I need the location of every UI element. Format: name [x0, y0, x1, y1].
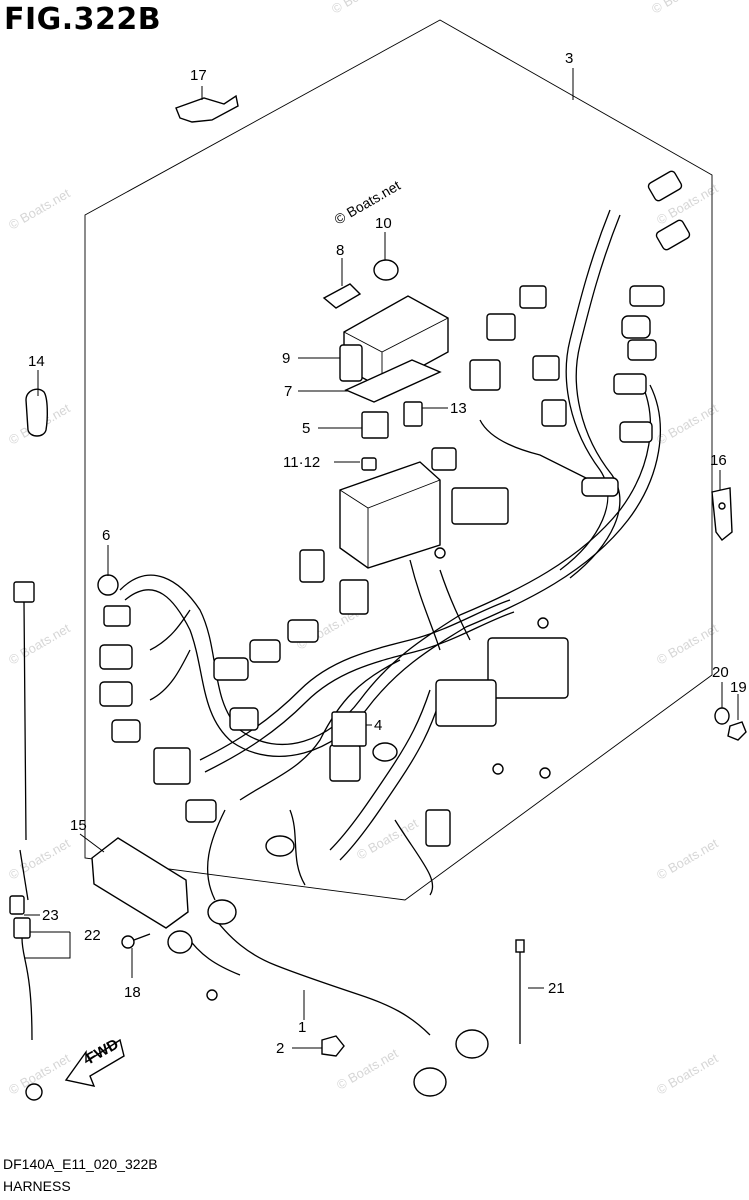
figure-code: DF140A_E11_020_322B — [3, 1156, 158, 1172]
callout-1: 1 — [298, 1019, 306, 1036]
leader-lines — [24, 68, 739, 1049]
callout-19: 19 — [730, 679, 747, 696]
figure-name: HARNESS — [3, 1178, 71, 1194]
callout-14: 14 — [28, 353, 45, 370]
callout-10: 10 — [375, 215, 392, 232]
watermark: © Boats.net — [6, 185, 73, 232]
callout-7: 7 — [284, 383, 292, 400]
callout-15: 15 — [70, 817, 87, 834]
right-connectors — [469, 170, 691, 497]
fwd-arrow: FWD — [64, 1036, 125, 1087]
callout-9: 9 — [282, 350, 290, 367]
callout-3: 3 — [565, 50, 573, 67]
watermark: © Boats.net — [654, 620, 721, 667]
watermark: © Boats.net — [649, 0, 716, 17]
junction-box — [339, 447, 569, 727]
callout-18: 18 — [124, 984, 141, 1001]
callout-17: 17 — [190, 67, 207, 84]
callout-21: 21 — [548, 980, 565, 997]
watermark: © Boats.net — [334, 1045, 401, 1092]
callout-6: 6 — [102, 527, 110, 544]
watermark: © Boats.net — [6, 835, 73, 882]
callout-11-12: 11·12 — [283, 454, 320, 471]
callout-22: 22 — [84, 927, 101, 944]
assembly-boundary — [84, 19, 713, 901]
callout-8: 8 — [336, 242, 344, 259]
watermark: © Boats.net — [329, 0, 396, 17]
callout-2: 2 — [276, 1040, 284, 1057]
harness-part-1 — [167, 899, 489, 1097]
main-harness — [119, 209, 661, 901]
callouts: 3 17 8 10 9 7 5 13 11·12 6 14 4 16 20 19… — [28, 50, 747, 1057]
figure-title: FIG.322B — [4, 2, 162, 37]
callout-23: 23 — [42, 907, 59, 924]
callout-16: 16 — [710, 452, 727, 469]
relay-components — [322, 259, 449, 762]
loose-parts — [9, 94, 747, 1101]
callout-20: 20 — [712, 664, 729, 681]
watermark: © Boats.net — [6, 620, 73, 667]
callout-13: 13 — [450, 400, 467, 417]
callout-4: 4 — [374, 717, 382, 734]
watermark: © Boats.net — [654, 400, 721, 447]
watermark: © Boats.net — [354, 815, 421, 862]
left-connectors — [97, 547, 551, 857]
callout-5: 5 — [302, 420, 310, 437]
watermark: © Boats.net — [654, 1050, 721, 1097]
watermark-center: © Boats.net — [332, 177, 404, 228]
watermark: © Boats.net — [654, 835, 721, 882]
